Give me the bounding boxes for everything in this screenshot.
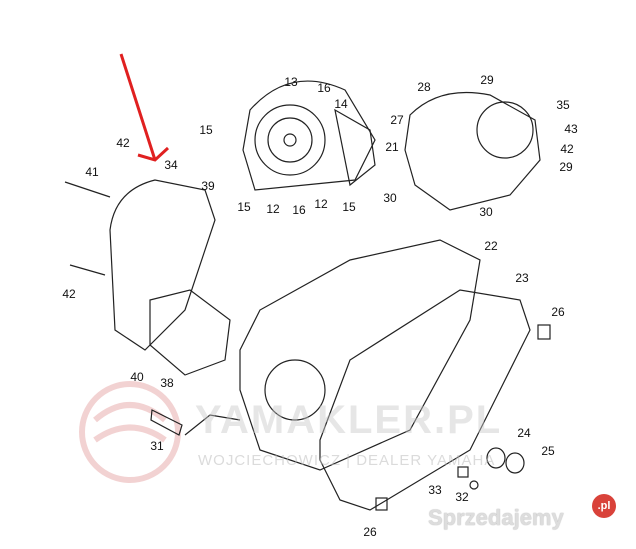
- part-label: 16: [292, 203, 306, 217]
- part-label: 14: [334, 97, 348, 111]
- red-arrow: [119, 53, 170, 162]
- part-label: 22: [484, 239, 498, 253]
- part-label: 31: [150, 439, 164, 453]
- part-label: 40: [130, 370, 144, 384]
- part-label: 12: [266, 202, 280, 216]
- part-label: 43: [564, 122, 578, 136]
- part-label: 26: [551, 305, 565, 319]
- part-label: 27: [390, 113, 404, 127]
- part-label: 26: [363, 525, 377, 539]
- part-label: 42: [62, 287, 76, 301]
- brand-watermark: Sprzedajemy: [428, 505, 564, 530]
- watermark-title: YAMAKLER.PL: [195, 398, 503, 442]
- part-label: 23: [515, 271, 529, 285]
- part-label: 42: [116, 136, 130, 150]
- part-label: 34: [164, 158, 178, 172]
- part-label: 41: [85, 165, 99, 179]
- part-label: 15: [342, 200, 356, 214]
- gasket: [319, 289, 531, 511]
- part-label: 39: [201, 179, 215, 193]
- part-label: 42: [560, 142, 574, 156]
- part-label: 16: [317, 81, 331, 95]
- watermark-subtitle: WOJCIECHOWICZ | DEALER YAMAHA: [198, 452, 496, 469]
- small-parts: [150, 324, 551, 511]
- part-label: 25: [541, 444, 555, 458]
- crankcase-cover: [239, 239, 481, 471]
- part-label: 15: [199, 123, 213, 137]
- part-label: 32: [455, 490, 469, 504]
- part-label: 29: [559, 160, 573, 174]
- part-label: 33: [428, 483, 442, 497]
- oil-filter-cover: [64, 179, 231, 376]
- part-label: 21: [385, 140, 399, 154]
- watermark-logo: [79, 381, 181, 483]
- part-label: 28: [417, 80, 431, 94]
- part-label: 30: [479, 205, 493, 219]
- part-label: 15: [237, 200, 251, 214]
- part-label: 30: [383, 191, 397, 205]
- part-label: 29: [480, 73, 494, 87]
- generator-cover: [242, 80, 376, 191]
- clutch-cover-small: [404, 92, 541, 211]
- brand-tld-badge: .pl: [592, 494, 616, 518]
- part-label: 24: [517, 426, 531, 440]
- part-label: 12: [314, 197, 328, 211]
- part-label: 13: [284, 75, 298, 89]
- part-label: 35: [556, 98, 570, 112]
- part-label: 38: [160, 376, 174, 390]
